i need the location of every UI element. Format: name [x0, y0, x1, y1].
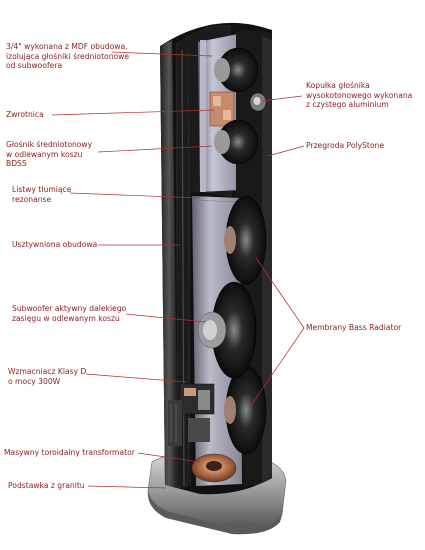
- label-mdf-enclosure: 3/4" wykonana z MDF obudowa, izolująca g…: [6, 42, 130, 70]
- leader-midrange: [97, 145, 213, 153]
- label-subwoofer: Subwoofer aktywny dalekiego zasięgu w od…: [12, 304, 127, 323]
- leader-lines: [51, 51, 305, 489]
- leader-tweeter: [261, 95, 303, 102]
- tweeter-dome-shape: [249, 92, 267, 112]
- leader-crossover: [51, 109, 215, 116]
- leader-amplifier: [85, 373, 187, 383]
- label-polystone-baffle: Przegroda PolyStone: [306, 141, 385, 150]
- leader-transformer: [137, 452, 201, 463]
- label-tweeter-dome: Kopułka głośnika wysokotonowego wykonana…: [306, 81, 413, 109]
- label-toroidal-transformer: Masywny toroidalny transformator: [4, 448, 135, 457]
- leader-subwoofer: [125, 313, 207, 323]
- label-granite-base: Podstawka z granitu: [8, 481, 85, 490]
- label-amplifier: Wzmacniacz Klasy D o mocy 300W: [8, 367, 87, 386]
- subwoofer-driver: [197, 281, 257, 379]
- leader-damping: [69, 192, 201, 199]
- amplifier-module: [168, 383, 215, 446]
- toroidal-transformer: [191, 453, 237, 483]
- label-braced-enclosure: Usztywniona obudowa: [12, 240, 98, 249]
- bass-radiator-bottom: [224, 365, 267, 455]
- leader-radiator-top: [255, 257, 305, 329]
- label-bass-radiators: Membrany Bass Radiator: [306, 323, 402, 332]
- label-midrange-driver: Głośnik średniotonowy w odlewanym koszu …: [6, 140, 93, 168]
- bass-radiator-top: [224, 195, 267, 285]
- leader-polystone: [267, 145, 305, 157]
- label-crossover: Zwrotnica: [6, 110, 44, 119]
- midrange-driver-top: [214, 47, 259, 93]
- midrange-driver-bottom: [214, 119, 259, 165]
- label-damping-strips: Listwy tłumiące rezonanse: [12, 185, 72, 204]
- leader-granite: [87, 485, 167, 489]
- leader-mdf: [111, 51, 213, 57]
- leader-radiator-bottom: [251, 327, 305, 405]
